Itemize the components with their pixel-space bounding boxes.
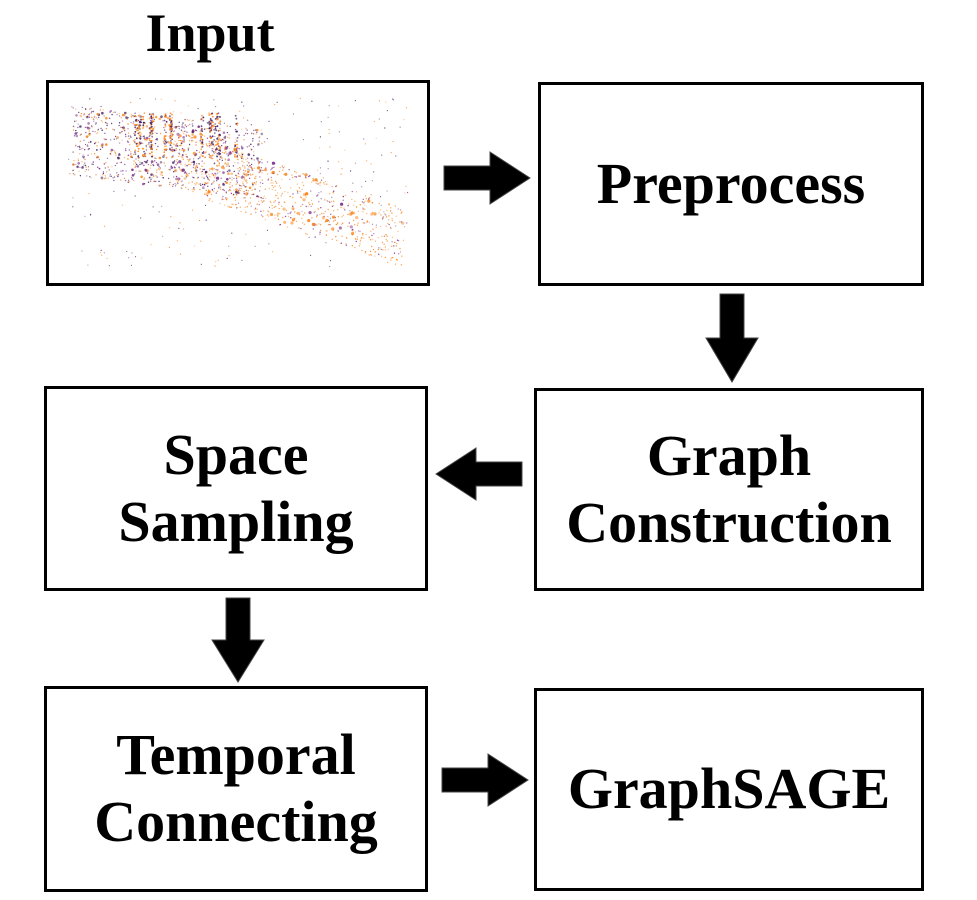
arrow-right-icon (440, 752, 530, 808)
temporal-connecting-label-line1: Temporal (116, 722, 356, 788)
graphsage-label: GraphSAGE (567, 756, 891, 822)
input-image-box (46, 80, 430, 286)
space-sampling-label-line2: Sampling (118, 488, 354, 554)
space-sampling-box: Space Sampling (44, 386, 428, 591)
arrow-left-icon (434, 446, 524, 502)
graph-construction-label-line1: Graph (646, 422, 812, 488)
event-point-cloud-image (68, 97, 409, 268)
graphsage-box: GraphSAGE (534, 688, 924, 891)
graph-construction-box: Graph Construction (534, 388, 924, 591)
space-sampling-label-line1: Space (163, 421, 309, 487)
arrow-down-icon (210, 596, 266, 684)
arrow-right-icon (442, 150, 532, 206)
preprocess-label: Preprocess (596, 150, 866, 216)
arrow-down-icon (704, 292, 760, 384)
temporal-connecting-label-line2: Connecting (94, 789, 378, 854)
temporal-connecting-box: Temporal Connecting (44, 686, 428, 892)
preprocess-box: Preprocess (538, 82, 924, 286)
graph-construction-label-line2: Construction (566, 489, 892, 555)
input-title: Input (145, 3, 275, 63)
